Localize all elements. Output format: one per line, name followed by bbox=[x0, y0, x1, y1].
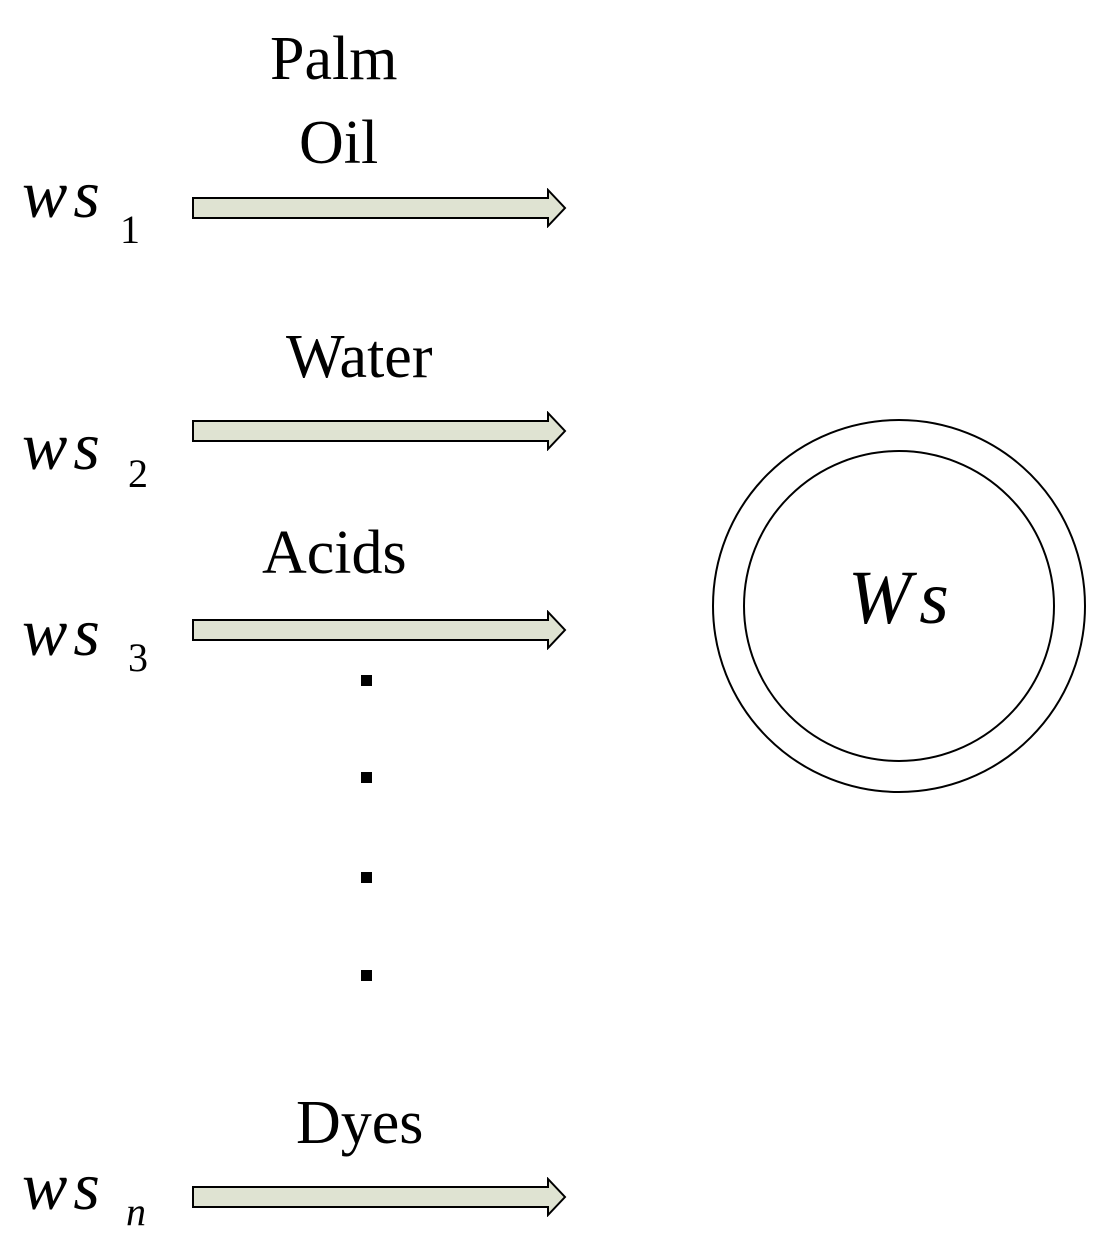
stream-symbol-subscript: 1 bbox=[120, 207, 140, 252]
stream-symbol-main: ws bbox=[22, 156, 106, 232]
stream-symbol-main: ws bbox=[22, 1148, 106, 1224]
stream-symbol-main: ws bbox=[22, 408, 106, 484]
arrow-right-icon bbox=[192, 1177, 567, 1217]
stream-arrow-3 bbox=[192, 610, 567, 650]
stream-symbol-main: ws bbox=[22, 594, 106, 670]
stream-symbol-subscript: 2 bbox=[128, 451, 148, 496]
waste-pool-circle bbox=[712, 419, 1086, 793]
stream-arrow-1 bbox=[192, 188, 567, 228]
arrow-right-icon bbox=[192, 610, 567, 650]
stream-symbol-subscript: 3 bbox=[128, 635, 148, 680]
stream-arrow-n bbox=[192, 1177, 567, 1217]
stream-symbol-3: ws 3 bbox=[22, 598, 148, 678]
inner-ring bbox=[743, 450, 1055, 762]
stream-symbol-2: ws 2 bbox=[22, 412, 148, 494]
arrow-right-icon bbox=[192, 188, 567, 228]
stream-symbol-n: ws n bbox=[22, 1152, 146, 1232]
stream-symbol-1: ws 1 bbox=[22, 160, 140, 250]
arrow-right-icon bbox=[192, 411, 567, 451]
ellipsis-dot bbox=[361, 872, 372, 883]
pool-symbol: Ws bbox=[848, 556, 957, 640]
stream-label-acids: Acids bbox=[262, 519, 407, 587]
ellipsis-dot bbox=[361, 970, 372, 981]
outer-ring bbox=[712, 419, 1086, 793]
stream-label-palm: Palm bbox=[270, 25, 398, 93]
stream-label-oil: Oil bbox=[299, 109, 379, 177]
stream-label-water: Water bbox=[286, 323, 433, 391]
stream-arrow-2 bbox=[192, 411, 567, 451]
ellipsis-dot bbox=[361, 675, 372, 686]
stream-label-dyes: Dyes bbox=[296, 1089, 424, 1157]
ellipsis-dot bbox=[361, 772, 372, 783]
stream-symbol-subscript: n bbox=[126, 1189, 146, 1234]
